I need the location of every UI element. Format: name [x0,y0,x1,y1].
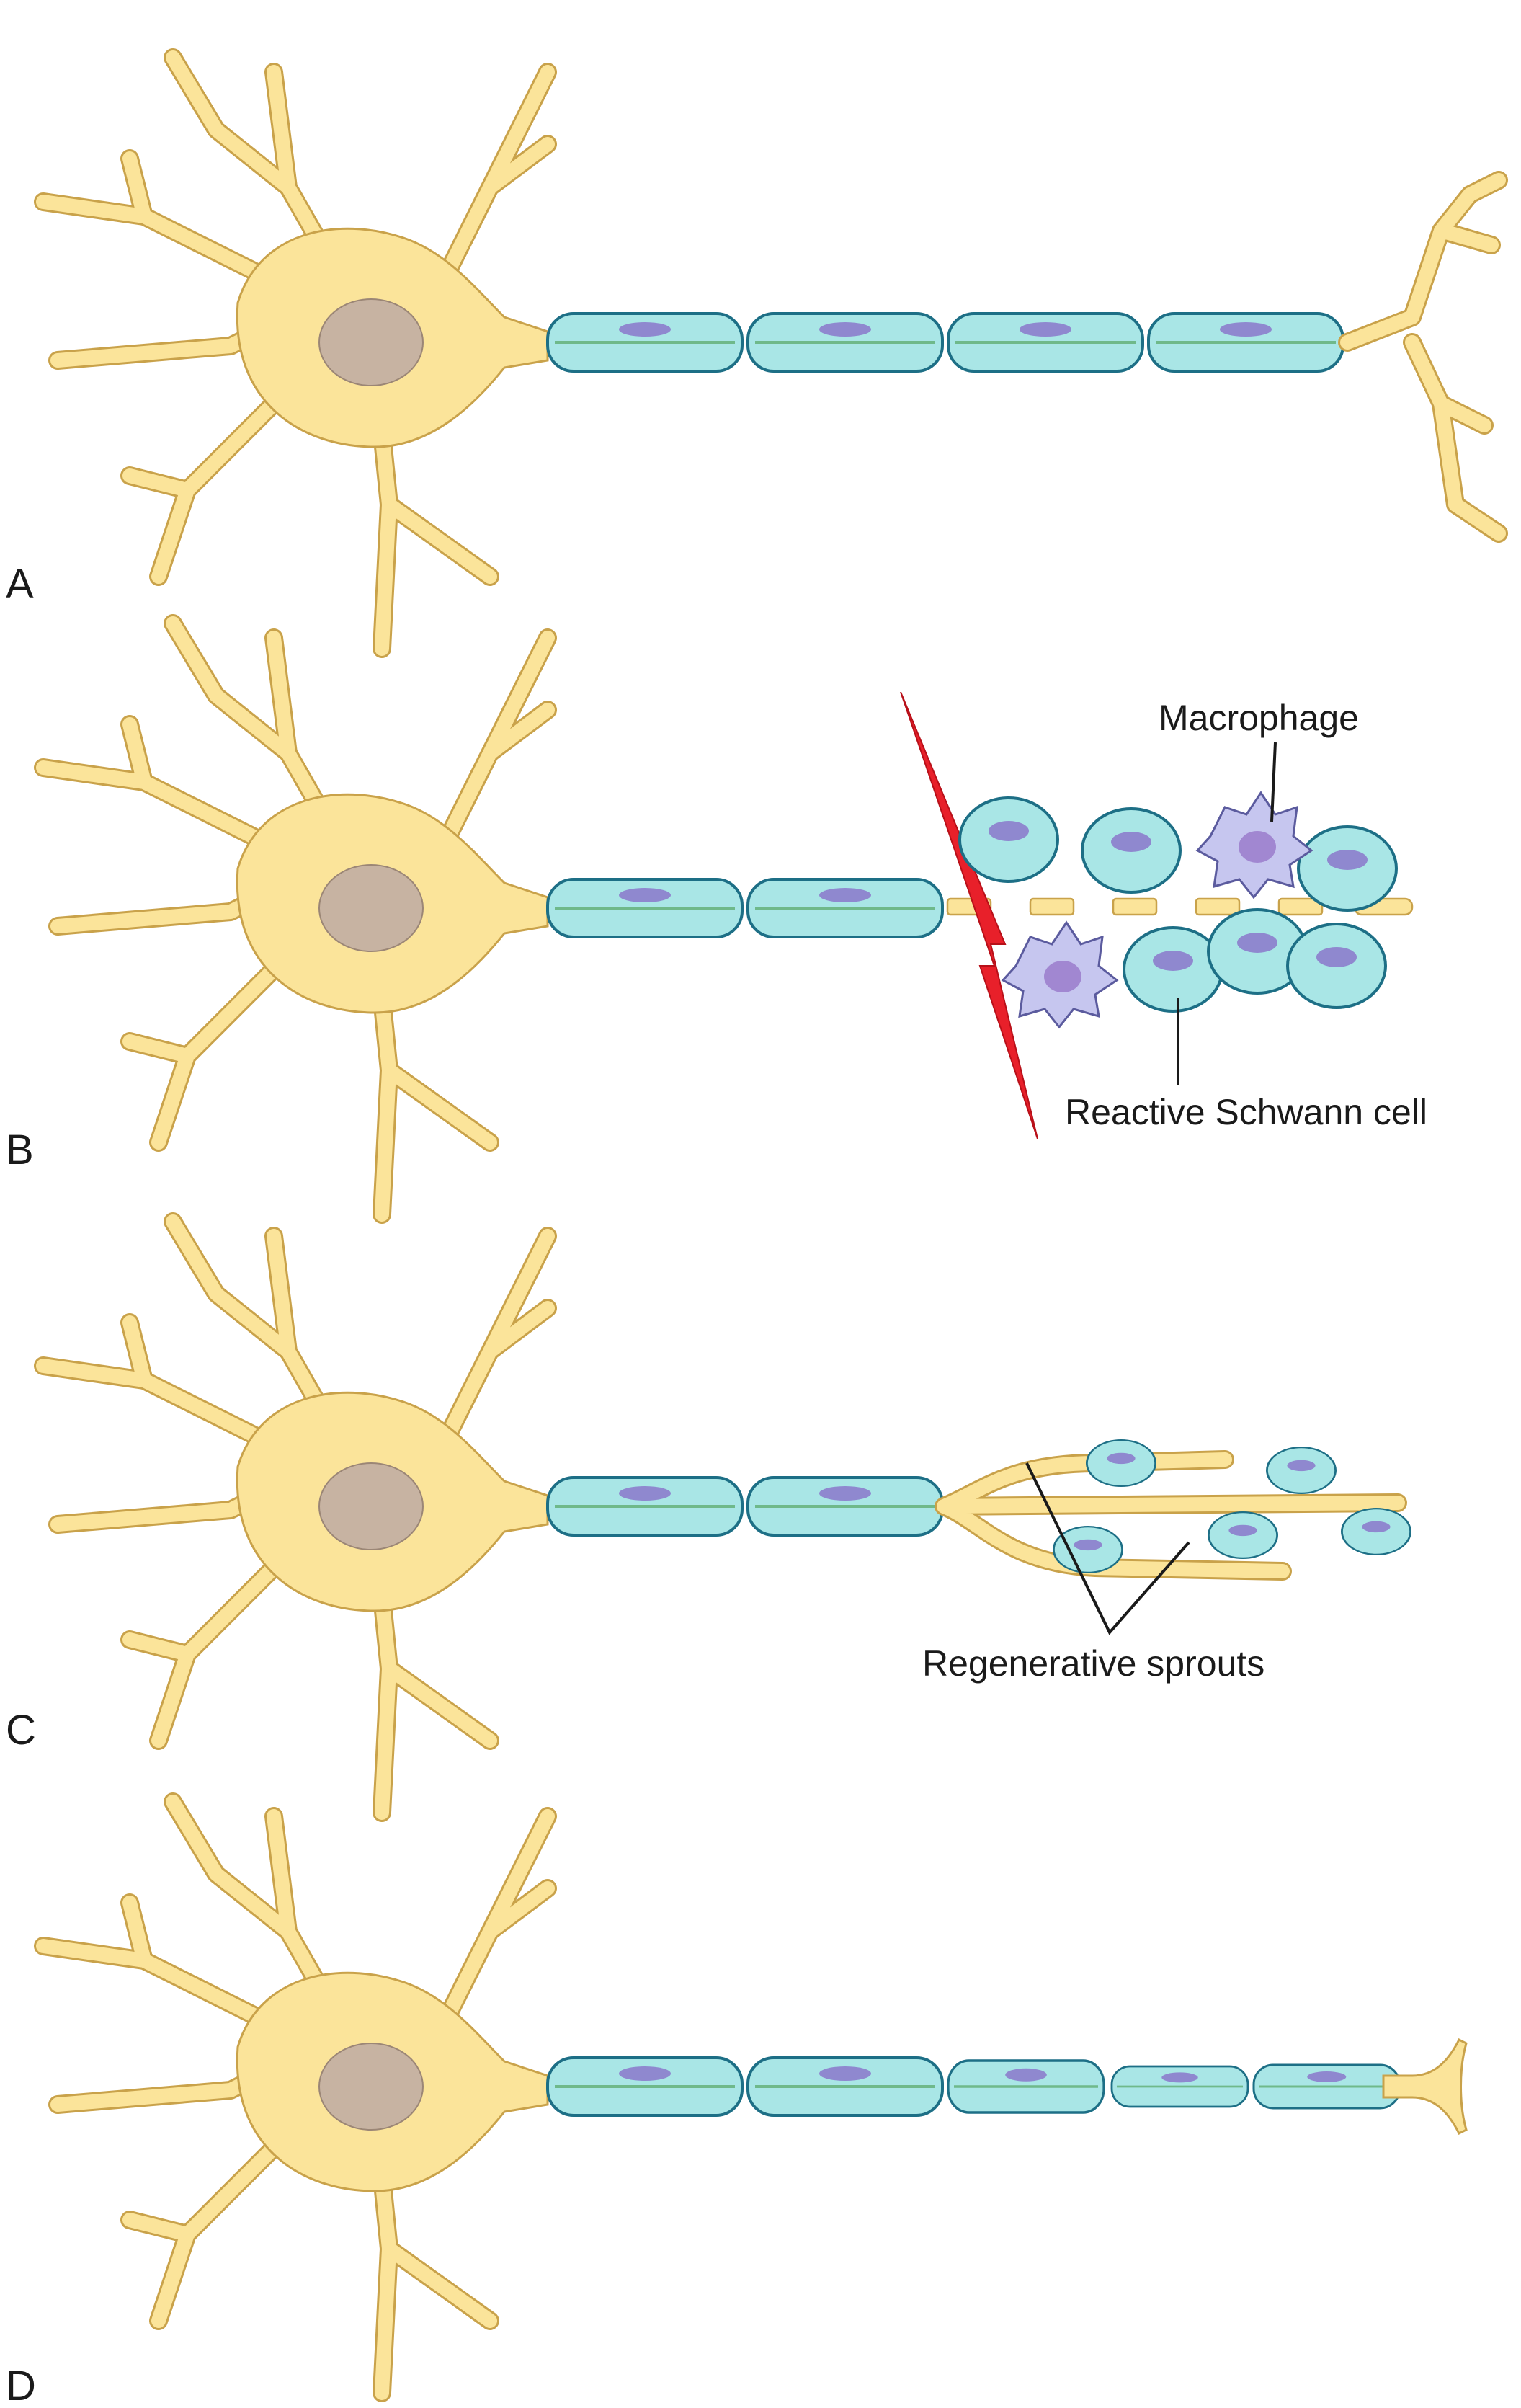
myelinated-axon-c [546,1476,944,1537]
remyelinated-axon-d [546,2056,1401,2117]
axon-terminal-a [1338,171,1508,543]
panel-b: Macrophage Reactive Schwann cell B [6,623,1427,1214]
panel-a: A [6,58,1508,649]
myelinated-axon-a [546,312,1344,373]
macrophage-label: Macrophage [1159,698,1359,738]
panel-c: Regenerative sprouts C [6,1222,1411,1813]
myelinated-axon-b [546,878,944,938]
panel-d: D [6,1802,1468,2408]
axon-terminal-d [1382,2038,1468,2136]
regenerative-sprouts-label: Regenerative sprouts [922,1643,1264,1684]
reactive-schwann-label: Reactive Schwann cell [1065,1092,1427,1132]
injury-lightning-bolt [900,691,1038,1139]
macrophage-upper [1196,791,1313,899]
neuron-d [43,1802,548,2393]
degenerating-axon-fragments [946,897,1414,916]
macrophage-leader-line [1270,742,1277,822]
neuron-b [43,623,548,1214]
panel-letter-c: C [6,1707,36,1754]
panel-letter-b: B [6,1127,34,1173]
neuron-c [43,1222,548,1813]
panel-letter-a: A [6,561,34,608]
neuron-a [43,58,548,649]
regenerative-sprouts-leader-line [1025,1462,1190,1635]
panel-letter-d: D [6,2363,36,2408]
macrophage-lower [1002,921,1118,1028]
